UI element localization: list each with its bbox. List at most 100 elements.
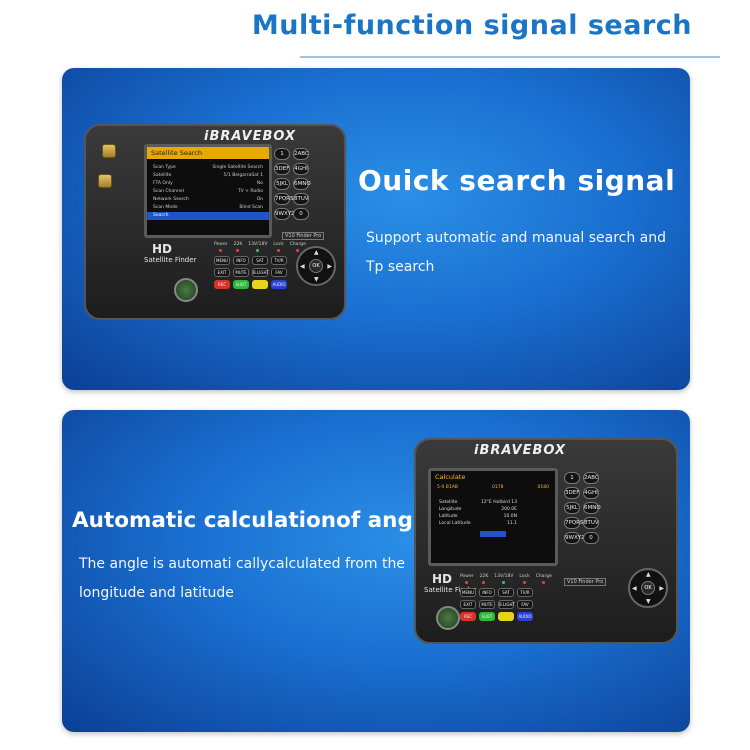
arrow-up-icon: ▲: [646, 571, 651, 578]
key-1: 1: [274, 148, 290, 160]
device-brand: iBRAVEBOX: [204, 129, 297, 144]
status-leds: Power 22K 13V/18V Lock Charge: [214, 242, 306, 252]
subt-button: SUBT: [233, 280, 249, 289]
exit-button: EXIT: [214, 268, 230, 277]
f-connector: [98, 174, 112, 188]
key-6: 6MNO: [583, 502, 601, 514]
led-voltage: 13V/18V: [248, 242, 267, 252]
arrow-down-icon: ▼: [646, 598, 651, 605]
backlight-button: B.LIGHT: [498, 600, 515, 609]
ok-button: OK: [641, 581, 655, 595]
finder-label: Satellite Finder: [144, 256, 197, 264]
key-0: 0: [583, 532, 599, 544]
panel-title: Automatic calculationof angle: [72, 508, 435, 533]
device-brand: iBRAVEBOX: [474, 443, 567, 458]
tvr-button: TV/R: [517, 588, 533, 597]
key-7: 7PQRS: [564, 517, 583, 529]
sat-button: SAT: [252, 256, 268, 265]
model-badge: V10 Finder Pro: [564, 578, 607, 586]
led-lock: Lock: [519, 574, 530, 584]
screen-title: Calculate: [431, 471, 555, 483]
panel-description: The angle is automati callycalculated fr…: [79, 556, 405, 601]
key-9: 9WXYZ: [564, 532, 585, 544]
key-8: 8TUV: [583, 517, 599, 529]
key-3: 3DEF: [274, 163, 290, 175]
sat-button: SAT: [498, 588, 514, 597]
led-22k: 22K: [480, 574, 488, 584]
compass-icon: [174, 278, 198, 302]
yellow-button: [252, 280, 268, 289]
fav-button: FAV: [271, 268, 287, 277]
tvr-button: TV/R: [271, 256, 287, 265]
key-2: 2ABC: [293, 148, 309, 160]
key-8: 8TUV: [293, 193, 309, 205]
arrow-left-icon: ◀: [300, 263, 305, 270]
header-title: Multi-function signal search: [251, 10, 692, 41]
header-underline: [300, 56, 720, 58]
rec-button: REC: [460, 612, 476, 621]
led-power: Power: [214, 242, 228, 252]
number-keypad: 1 2ABC 3DEF 4GHI 5JKL 6MNO 7PQRS 8TUV 9W…: [564, 472, 601, 544]
mute-button: MUTE: [479, 600, 495, 609]
arrow-right-icon: ▶: [659, 585, 664, 592]
ok-button: OK: [309, 259, 323, 273]
calc-selection-bar: [480, 531, 506, 537]
key-1: 1: [564, 472, 580, 484]
rec-button: REC: [214, 280, 230, 289]
menu-button: MENU: [460, 588, 476, 597]
yellow-button: [498, 612, 514, 621]
key-4: 4GHI: [583, 487, 599, 499]
subt-button: SUBT: [479, 612, 495, 621]
key-2: 2ABC: [583, 472, 599, 484]
feature-panel-angle-calculation: Automatic calculationof angle The angle …: [62, 410, 690, 732]
mute-button: MUTE: [233, 268, 249, 277]
hd-label: HD: [432, 572, 453, 586]
led-charge: Charge: [290, 242, 306, 252]
exit-button: EXIT: [460, 600, 476, 609]
finder-label: Satellite Finder: [424, 586, 477, 594]
model-badge: V10 Finder Pro: [282, 232, 325, 240]
f-connector: [102, 144, 116, 158]
key-6: 6MNO: [293, 178, 311, 190]
header: Multi-function signal search: [0, 0, 750, 66]
led-lock: Lock: [273, 242, 284, 252]
screen-signal-row: 5-0 B1AB 0178 0180: [437, 485, 549, 490]
key-3: 3DEF: [564, 487, 580, 499]
arrow-right-icon: ▶: [327, 263, 332, 270]
screen-row-selected: Search: [147, 212, 269, 220]
arrow-left-icon: ◀: [632, 585, 637, 592]
key-0: 0: [293, 208, 309, 220]
direction-pad: ▲ ▼ ◀ ▶ OK: [296, 246, 336, 286]
key-9: 9WXYZ: [274, 208, 295, 220]
backlight-button: B.LIGHT: [252, 268, 269, 277]
compass-icon: [436, 606, 460, 630]
satellite-finder-device: iBRAVEBOX Calculate 5-0 B1AB 0178 0180 S…: [414, 438, 678, 644]
key-5: 5JKL: [274, 178, 290, 190]
key-5: 5JKL: [564, 502, 580, 514]
number-keypad: 1 2ABC 3DEF 4GHI 5JKL 6MNO 7PQRS 8TUV 9W…: [274, 148, 311, 220]
audio-button: AUDIO: [517, 612, 533, 621]
led-charge: Charge: [536, 574, 552, 584]
led-22k: 22K: [234, 242, 242, 252]
panel-title: Ouick search signal: [358, 164, 676, 197]
info-button: INFO: [233, 256, 249, 265]
function-buttons: MENU INFO SAT TV/R EXIT MUTE B.LIGHT FAV…: [214, 256, 287, 289]
audio-button: AUDIO: [271, 280, 287, 289]
key-4: 4GHI: [293, 163, 309, 175]
led-voltage: 13V/18V: [494, 574, 513, 584]
fav-button: FAV: [517, 600, 533, 609]
status-leds: Power 22K 13V/18V Lock Charge: [460, 574, 552, 584]
menu-button: MENU: [214, 256, 230, 265]
direction-pad: ▲ ▼ ◀ ▶ OK: [628, 568, 668, 608]
